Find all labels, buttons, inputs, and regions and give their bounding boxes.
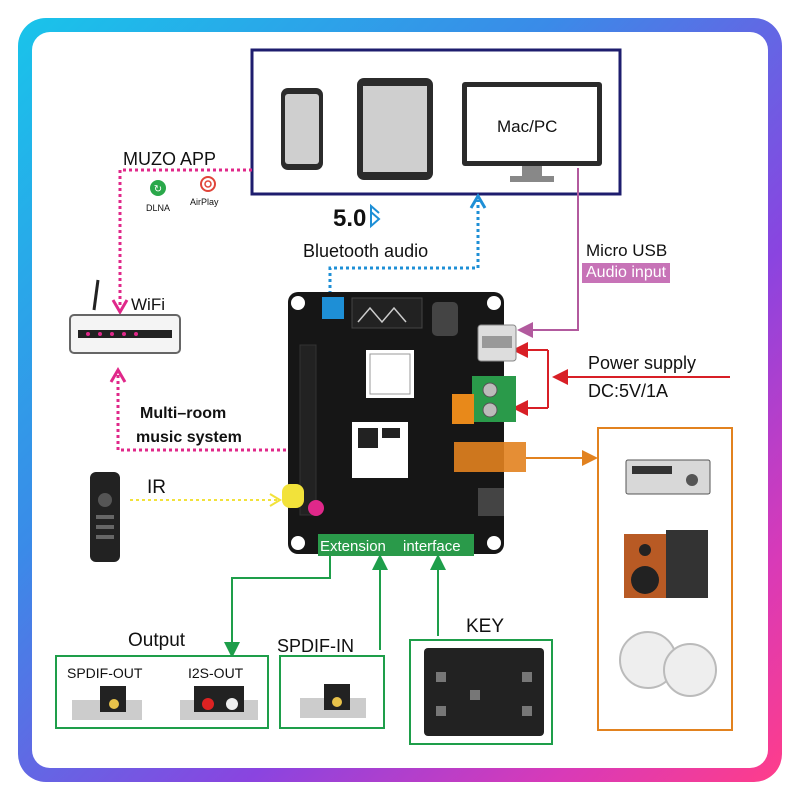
extension-label: Extension: [320, 538, 386, 555]
audio-input-label: Audio input: [582, 263, 671, 283]
power-spec-label: DC:5V/1A: [588, 381, 669, 401]
monitor-icon: [462, 82, 602, 182]
tablet-icon: [357, 78, 433, 180]
bluetooth-version-label: 5.0: [333, 205, 367, 232]
ir-label: IR: [147, 477, 166, 498]
output-label: Output: [128, 630, 186, 651]
power-supply-label: Power supply: [588, 353, 697, 373]
ceiling-speaker-icon: [619, 631, 717, 697]
svg-text:↻: ↻: [154, 184, 162, 195]
dlna-label: DLNA: [146, 203, 171, 213]
amplifier-icon: [625, 459, 711, 495]
airplay-icon: [200, 176, 216, 192]
wifi-link: [111, 168, 252, 315]
bluetooth-icon: [370, 203, 381, 229]
ir-link: [130, 493, 282, 507]
mac-pc-label: Mac/PC: [497, 117, 558, 136]
spdif-out-connector-icon: [72, 686, 142, 720]
spdif-in-box: [279, 655, 385, 729]
interface-label: interface: [403, 538, 461, 555]
spdif-in-label: SPDIF-IN: [277, 636, 355, 656]
extension-links: [224, 554, 446, 658]
multi-room-label: Multi–room: [140, 405, 227, 422]
music-system-label: music system: [136, 429, 242, 446]
micro-usb-label: Micro USB: [586, 241, 668, 260]
aux-out-label: AUX-OUT: [526, 443, 571, 454]
airplay-label: AirPlay: [190, 197, 219, 207]
speaker-icon: [624, 530, 708, 598]
usb-link: [517, 168, 579, 338]
router-icon: [69, 279, 181, 354]
key-box: [409, 639, 553, 745]
wifi-label: WiFi: [131, 295, 165, 314]
bluetooth-audio-label: Bluetooth audio: [303, 241, 429, 261]
i2s-out-label: I2S-OUT: [188, 665, 244, 681]
power-link: [512, 342, 730, 416]
main-board: [282, 292, 526, 556]
phone-icon: [281, 88, 323, 170]
dlna-icon: ↻: [150, 180, 166, 196]
key-label: KEY: [466, 616, 505, 637]
muzo-app-label: MUZO APP: [123, 149, 217, 169]
i2s-out-connector-icon: [180, 686, 258, 720]
bluetooth-link: [328, 193, 487, 300]
spdif-out-label: SPDIF-OUT: [67, 665, 143, 681]
remote-control-icon: [90, 472, 120, 562]
